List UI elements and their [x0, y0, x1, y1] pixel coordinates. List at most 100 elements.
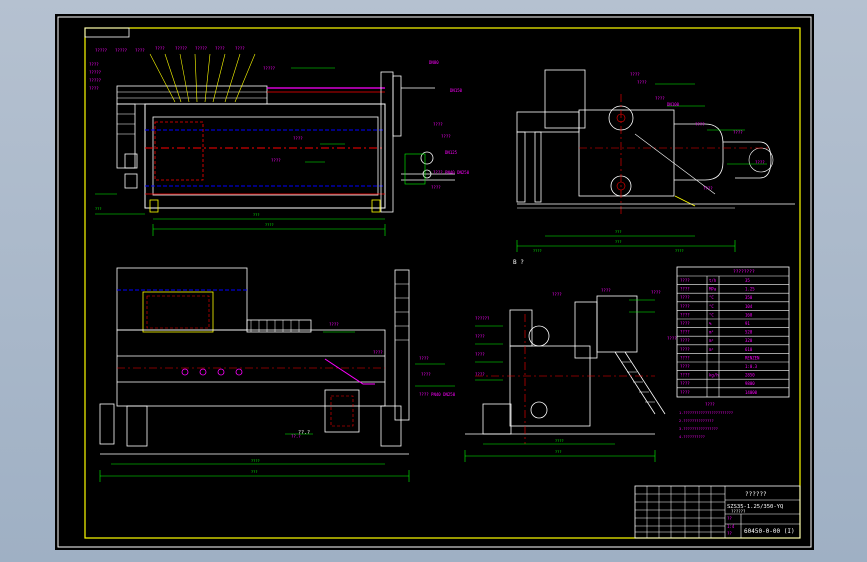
front-casing — [578, 109, 675, 197]
callout-label: ???? — [667, 336, 677, 341]
spec-row-value: 35 — [745, 278, 750, 283]
spec-row-unit: °C — [709, 312, 714, 317]
callout-label: DN80 — [429, 60, 439, 65]
spec-row-value: 104 — [745, 304, 753, 309]
spec-note: 4.?????????? — [679, 435, 705, 439]
spec-row-label: ???? — [680, 287, 690, 292]
callout-label: ???? — [733, 130, 743, 135]
callout-label: ????? — [195, 46, 208, 51]
plan-platform — [142, 291, 214, 333]
callout-label: ???? PN40 DN250 — [433, 170, 470, 175]
callout-label: ???? — [433, 122, 443, 127]
callout-label: ?????? — [475, 316, 490, 321]
callout-label: ???? — [373, 350, 383, 355]
spec-row-unit: MPa — [709, 287, 717, 292]
callouts-layer: ????????????????????????????????????????… — [89, 46, 765, 474]
top-platform — [116, 85, 268, 105]
flue-duct — [674, 123, 724, 181]
plan-upper-block — [116, 267, 248, 331]
dimension-label: ???? — [675, 249, 684, 253]
front-small-label: ??.? — [298, 430, 310, 436]
callout-label: ???? — [703, 186, 713, 191]
spec-table-header: ???????? — [733, 269, 755, 275]
dimension-label: ??? — [253, 213, 260, 217]
callout-label: ???? — [475, 372, 485, 377]
title-weight-label: ?? — [727, 531, 732, 536]
dimension-label: ???? — [555, 439, 564, 443]
spec-row-label: ???? — [680, 355, 690, 360]
spec-row-label: ???? — [680, 295, 690, 300]
callout-label: ???? — [215, 46, 225, 51]
spec-row-value: 350 — [745, 295, 753, 300]
title-sheet-label: 1:4 — [727, 524, 735, 529]
view-top-left — [95, 53, 455, 236]
spec-row-label: ???? — [680, 373, 690, 378]
callout-label: ???? PN40 DN250 — [419, 392, 456, 397]
spec-row-label: ???? — [680, 312, 690, 317]
title-scale-label: ?? — [727, 516, 732, 521]
title-block: ?????? SZS35-1.25/350-YQ ?????? ?? 1:4 ?… — [634, 485, 801, 539]
burner-row — [181, 368, 243, 376]
spec-row-unit: t/h — [709, 278, 717, 283]
callout-label: ????? — [89, 70, 102, 75]
view-top-right — [516, 69, 795, 252]
spec-row-unit: °C — [709, 295, 714, 300]
spec-row-value: 610 — [745, 347, 753, 352]
plan-ladder — [394, 269, 410, 421]
spec-row-unit: kg/h — [709, 373, 719, 378]
vertical-header — [380, 71, 394, 213]
title-model-sub: ?????? — [731, 509, 746, 514]
callout-label: ???? — [475, 352, 485, 357]
valve-1 — [420, 151, 434, 165]
spec-row-label: ???? — [680, 364, 690, 369]
callout-label: DN125 — [445, 150, 458, 155]
view-bottom-right — [464, 295, 666, 462]
spec-row-label: ???? — [680, 338, 690, 343]
dimension-label: ??? — [615, 240, 622, 244]
callout-label: ????? — [263, 66, 276, 71]
callout-label: ????? — [95, 48, 108, 53]
furnace-outline — [152, 116, 379, 196]
dimension-label: ??? — [555, 450, 562, 454]
outer-frame — [57, 16, 812, 548]
callout-label: ???? — [695, 122, 705, 127]
callout-label: ???? — [655, 96, 665, 101]
callout-label: ???? — [329, 322, 339, 327]
rear-stack — [596, 295, 638, 353]
rear-drum-bottom — [530, 401, 548, 419]
spec-row-unit: m² — [709, 347, 714, 352]
spec-row-value: 91 — [745, 321, 750, 326]
plan-box — [324, 389, 360, 433]
title-project: ?????? — [745, 491, 767, 498]
spec-row-label: ???? — [680, 304, 690, 309]
boiler-body-outline — [144, 103, 386, 209]
callout-label: DN150 — [450, 88, 463, 93]
spec-row-value: RENZEN — [745, 355, 760, 360]
spec-row-label: ???? — [680, 330, 690, 335]
callout-label: ???? — [651, 290, 661, 295]
spec-row-value: 160 — [745, 312, 753, 317]
spec-row-unit: m² — [709, 330, 714, 335]
callout-label: ???? — [755, 160, 765, 165]
callout-label: ???? — [601, 288, 611, 293]
inner-frame — [84, 27, 801, 539]
title-model: SZS35-1.25/350-YQ — [727, 504, 783, 510]
side-view-label: B ? — [513, 259, 524, 266]
callout-label: ???? — [89, 62, 99, 67]
dimension-label: ??? — [615, 230, 622, 234]
spec-row-label: ???? — [680, 381, 690, 386]
spec-row-value: 14000 — [745, 390, 758, 395]
spec-row-label: ???? — [680, 278, 690, 283]
callout-label: DN100 — [667, 102, 680, 107]
callout-label: ???? — [475, 334, 485, 339]
callout-label: ???? — [630, 72, 640, 77]
engineering-drawing: ???????? ????t/h35????MPa1.25????°C350??… — [57, 16, 812, 548]
spec-row-label: ???? — [680, 321, 690, 326]
spec-row-value: 320 — [745, 338, 753, 343]
spec-notes: 1.???????????????????????2.?????????????… — [679, 411, 733, 439]
spec-note: 3.???????????????? — [679, 427, 718, 431]
dimension-label: ??? — [251, 470, 258, 474]
